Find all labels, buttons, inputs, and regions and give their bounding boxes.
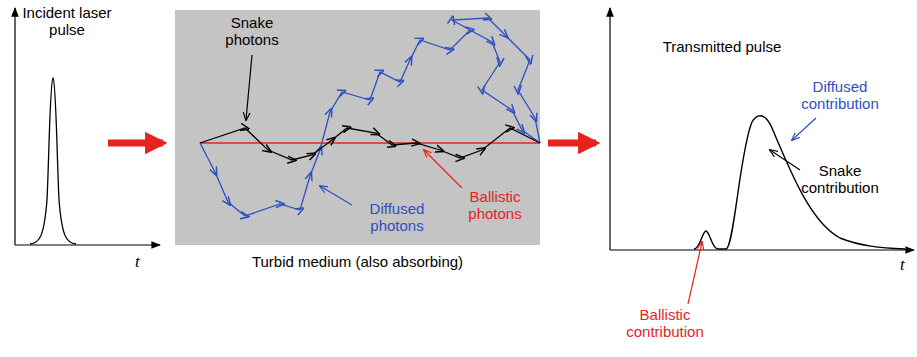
axis-label: t — [135, 252, 155, 272]
leader-line — [688, 242, 702, 304]
snake-path — [200, 128, 540, 160]
callout-label: Diffused contribution — [790, 78, 890, 113]
medium-region: Turbid medium (also absorbing) — [175, 10, 540, 245]
turbid-medium — [175, 10, 540, 245]
leader-line — [792, 118, 816, 140]
callout-label: Diffused photons — [352, 200, 442, 235]
callout-label: Snake photons — [212, 14, 292, 49]
transmitted-pulse — [694, 116, 905, 249]
beam-arrow — [108, 140, 163, 147]
leader-line — [320, 186, 352, 205]
axis — [15, 244, 160, 245]
axis — [14, 8, 15, 245]
callout-label: Ballistic photons — [455, 188, 535, 223]
leader-line — [424, 150, 462, 188]
leader-line — [246, 55, 252, 120]
callout-label: Ballistic contribution — [610, 306, 720, 341]
incident-pulse — [30, 78, 76, 244]
beam-arrow — [548, 140, 596, 147]
ballistic-path — [200, 142, 540, 144]
diffused-path — [452, 18, 540, 143]
leader-line — [770, 150, 800, 170]
axis — [610, 249, 914, 250]
axis-title: Incident laser pulse — [22, 4, 112, 39]
axis-label: t — [900, 255, 914, 275]
axis-title: Transmitted pulse — [652, 38, 792, 55]
axis — [609, 8, 610, 250]
callout-label: Snake contribution — [800, 162, 880, 197]
region-caption: Turbid medium (also absorbing) — [175, 253, 540, 270]
